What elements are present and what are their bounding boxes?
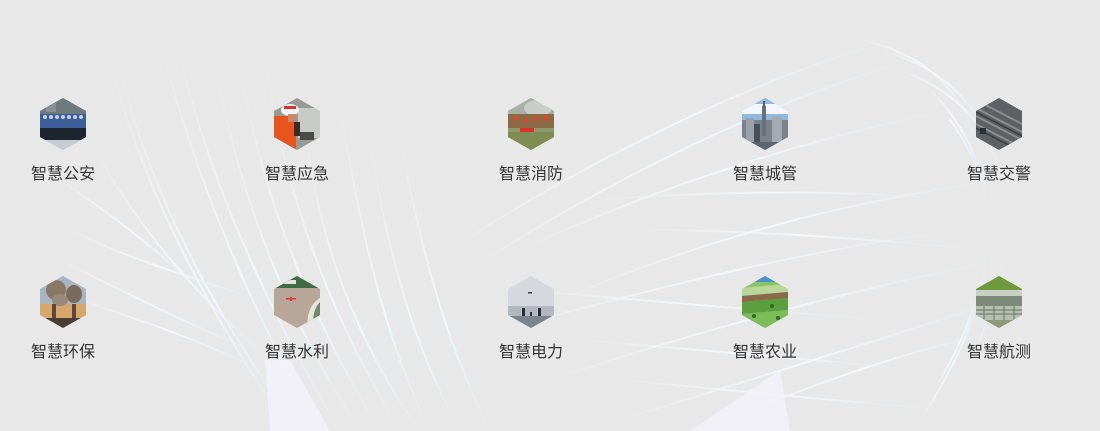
- solution-label: 智慧水利: [264, 342, 329, 361]
- solution-label: 智慧环保: [30, 342, 95, 361]
- solution-item-agriculture[interactable]: 智慧农业: [705, 276, 825, 362]
- solution-item-city[interactable]: 智慧城管: [705, 98, 825, 184]
- solution-label: 智慧城管: [732, 164, 797, 183]
- solution-item-fire[interactable]: 智慧消防: [471, 98, 591, 184]
- solution-item-water[interactable]: 智慧水利: [237, 276, 357, 362]
- solution-label: 智慧电力: [498, 342, 563, 361]
- solution-item-traffic[interactable]: 智慧交警: [939, 98, 1059, 184]
- solution-item-environment[interactable]: 智慧环保: [3, 276, 123, 362]
- solution-label: 智慧应急: [264, 164, 329, 183]
- solution-label: 智慧公安: [30, 164, 95, 183]
- forest-fire-photo-icon: [508, 98, 554, 150]
- solution-label: 智慧农业: [732, 342, 797, 361]
- solution-label: 智慧消防: [498, 164, 563, 183]
- river-drone-photo-icon: [274, 276, 320, 328]
- power-line-drone-photo-icon: [508, 276, 554, 328]
- solution-label: 智慧航测: [966, 342, 1031, 361]
- farmland-photo-icon: [742, 276, 788, 328]
- solution-item-emergency[interactable]: 智慧应急: [237, 98, 357, 184]
- police-formation-photo-icon: [40, 98, 86, 150]
- solution-item-power[interactable]: 智慧电力: [471, 276, 591, 362]
- aerial-traffic-photo-icon: [976, 98, 1022, 150]
- factory-smoke-photo-icon: [40, 276, 86, 328]
- solution-item-police[interactable]: 智慧公安: [3, 98, 123, 184]
- rescue-worker-photo-icon: [274, 98, 320, 150]
- aerial-survey-photo-icon: [976, 276, 1022, 328]
- city-skyline-photo-icon: [742, 98, 788, 150]
- solution-label: 智慧交警: [966, 164, 1031, 183]
- solution-item-survey[interactable]: 智慧航测: [939, 276, 1059, 362]
